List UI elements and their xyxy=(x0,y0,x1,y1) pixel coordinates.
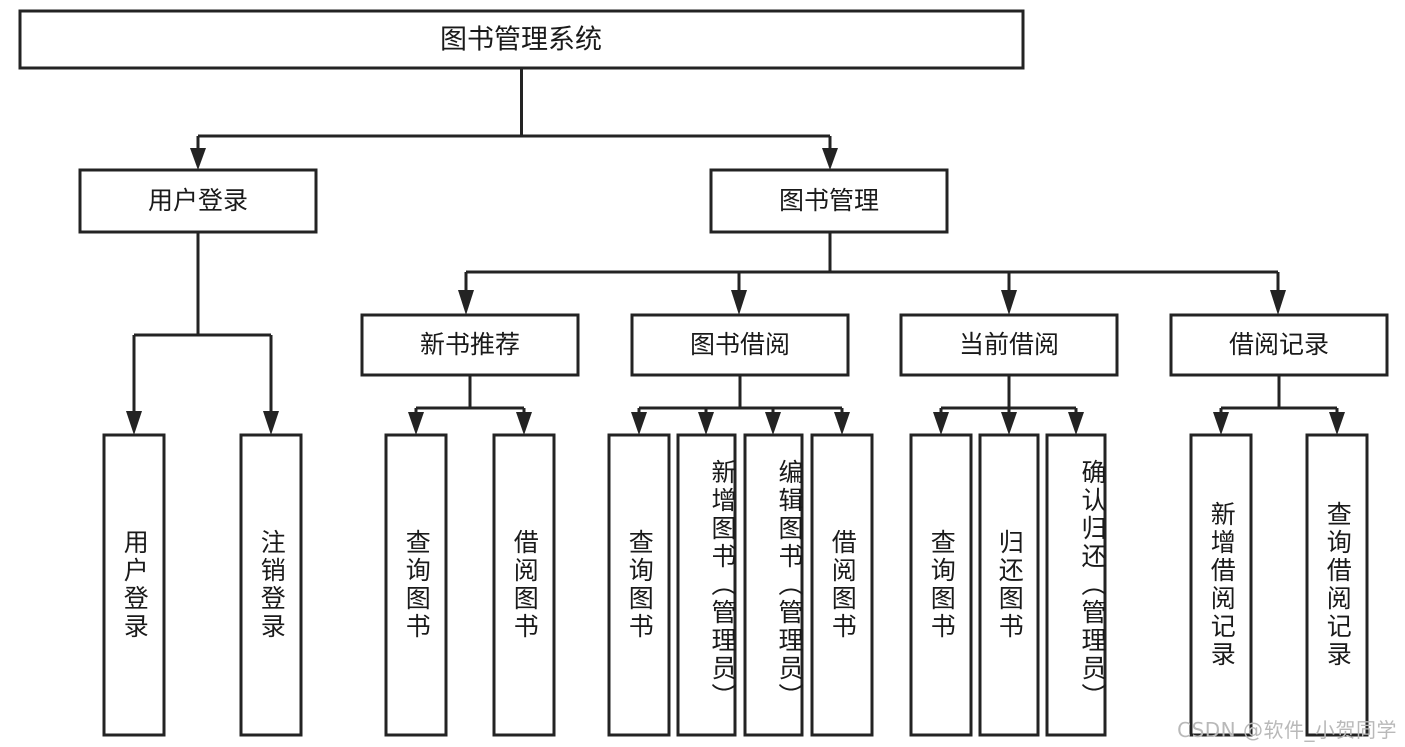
arrow-bookborrow-to-leaf5 xyxy=(631,412,647,435)
node-current-borrow-label: 当前借阅 xyxy=(959,330,1059,359)
node-book-borrow[interactable]: 图书借阅 xyxy=(630,313,850,377)
watermark-text: CSDN @软件_小贺同学 xyxy=(1177,718,1397,742)
arrow-currentborrow-to-leaf10 xyxy=(1001,412,1017,435)
node-user-login[interactable]: 用户登录 xyxy=(78,168,318,234)
node-book-manage[interactable]: 图书管理 xyxy=(709,168,949,234)
node-leaf-8-box[interactable] xyxy=(810,433,874,737)
node-new-book-rec-label: 新书推荐 xyxy=(420,330,520,359)
node-leaf-1-box[interactable] xyxy=(102,433,166,737)
node-book-manage-label: 图书管理 xyxy=(779,186,879,215)
connector-group-newbook xyxy=(408,375,532,435)
node-new-book-rec-box[interactable] xyxy=(360,313,580,377)
node-user-login-label: 用户登录 xyxy=(148,186,248,215)
arrow-userlogin-to-leaf1 xyxy=(126,411,142,435)
connector-group-bookmanage xyxy=(458,232,1286,315)
node-leaf-3-box[interactable] xyxy=(384,433,448,737)
node-leaf-12-box[interactable] xyxy=(1189,433,1253,737)
node-leaf-7-box[interactable] xyxy=(743,433,804,737)
node-root[interactable]: 图书管理系统 xyxy=(18,9,1025,70)
arrow-root-to-userlogin xyxy=(190,148,206,170)
node-leaf-9-box[interactable] xyxy=(909,433,973,737)
node-leaf-11-box[interactable] xyxy=(1045,433,1107,737)
arrow-bookmanage-to-currentborrow xyxy=(1001,290,1017,315)
connector-group-currentborrow xyxy=(933,375,1084,435)
node-leaf-6-box[interactable] xyxy=(676,433,737,737)
node-root-box[interactable] xyxy=(18,9,1025,70)
node-borrow-record-box[interactable] xyxy=(1169,313,1389,377)
arrow-newbook-to-leaf3 xyxy=(408,412,424,435)
arrow-bookmanage-to-newbook xyxy=(458,290,474,315)
node-book-manage-box[interactable] xyxy=(709,168,949,234)
connector-group-root xyxy=(190,68,838,170)
arrow-borrowrecord-to-leaf12 xyxy=(1213,412,1229,435)
arrow-bookborrow-to-leaf7 xyxy=(765,412,781,435)
arrow-bookmanage-to-borrowrecord xyxy=(1270,290,1286,315)
connector-group-bookborrow xyxy=(631,375,850,435)
node-book-borrow-label: 图书借阅 xyxy=(690,330,790,359)
node-book-borrow-box[interactable] xyxy=(630,313,850,377)
node-leaf-2-box[interactable] xyxy=(239,433,303,737)
arrow-bookmanage-to-bookborrow xyxy=(731,290,747,315)
connector-group-userlogin xyxy=(126,232,279,435)
node-current-borrow[interactable]: 当前借阅 xyxy=(899,313,1119,377)
arrow-userlogin-to-leaf2 xyxy=(263,411,279,435)
arrow-bookborrow-to-leaf8 xyxy=(834,412,850,435)
node-leaf-13-box[interactable] xyxy=(1305,433,1369,737)
node-leaf-5-box[interactable] xyxy=(607,433,671,737)
node-root-label: 图书管理系统 xyxy=(440,25,602,56)
node-new-book-rec[interactable]: 新书推荐 xyxy=(360,313,580,377)
arrow-newbook-to-leaf4 xyxy=(516,412,532,435)
node-leaf-4-box[interactable] xyxy=(492,433,556,737)
node-borrow-record[interactable]: 借阅记录 xyxy=(1169,313,1389,377)
node-borrow-record-label: 借阅记录 xyxy=(1229,330,1329,359)
arrow-bookborrow-to-leaf6 xyxy=(698,412,714,435)
node-user-login-box[interactable] xyxy=(78,168,318,234)
connector-group-borrowrecord xyxy=(1213,375,1345,435)
node-current-borrow-box[interactable] xyxy=(899,313,1119,377)
arrow-currentborrow-to-leaf11 xyxy=(1068,412,1084,435)
arrow-root-to-bookmanage xyxy=(822,148,838,170)
arrow-currentborrow-to-leaf9 xyxy=(933,412,949,435)
arrow-borrowrecord-to-leaf13 xyxy=(1329,412,1345,435)
node-leaf-10-box[interactable] xyxy=(978,433,1040,737)
